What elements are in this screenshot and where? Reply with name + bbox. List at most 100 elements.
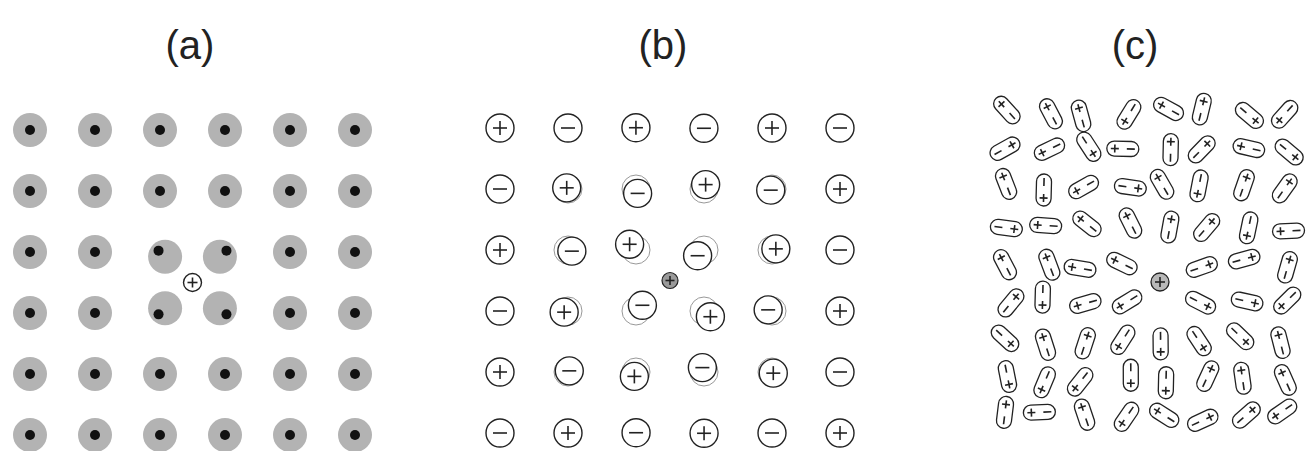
dipole-outline (1033, 327, 1057, 362)
dipole-outline (1269, 325, 1291, 360)
charge-sign (1041, 149, 1044, 156)
charge-sign (1131, 104, 1135, 111)
dipole-outline (1111, 399, 1141, 434)
dipole-outline (1230, 291, 1264, 313)
charge-sign (1078, 216, 1084, 221)
lattice-ion (758, 114, 786, 142)
charge-sign (1130, 296, 1137, 300)
charge-sign (995, 151, 1002, 155)
charge-sign (1089, 300, 1097, 302)
charge-sign (635, 304, 649, 306)
dipole-molecule (1229, 399, 1263, 431)
dipole-outline (1064, 365, 1096, 399)
dipole-outline (1269, 171, 1300, 206)
charge-sign (563, 305, 565, 319)
charge-sign (1286, 258, 1294, 260)
dipole-outline (1272, 136, 1306, 168)
dipole-outline (1271, 284, 1304, 317)
charge-sign (499, 121, 501, 135)
dipole-outline (1268, 97, 1301, 131)
charge-sign (635, 121, 637, 135)
charge-sign (1280, 227, 1282, 235)
electron-cloud (273, 235, 307, 269)
charge-sign (1005, 384, 1013, 386)
charge-sign (1286, 405, 1293, 410)
charge-sign (1051, 268, 1054, 275)
dipole-outline (1227, 248, 1262, 271)
charge-sign (1191, 268, 1199, 271)
charge-sign (631, 193, 645, 195)
charge-sign (1237, 418, 1243, 423)
charge-sign (493, 188, 507, 190)
charge-sign (1155, 408, 1159, 415)
charge-sign (1126, 265, 1133, 268)
charge-sign (1115, 344, 1122, 348)
dipole-molecule (1037, 96, 1065, 131)
dipole-outline (1032, 365, 1058, 400)
charge-sign (1008, 341, 1013, 347)
lattice-ion (759, 359, 787, 387)
dipole-outline (1029, 217, 1062, 234)
nucleus (90, 247, 100, 257)
charge-sign (1119, 421, 1126, 426)
dipole-molecule (1072, 397, 1096, 432)
charge-sign (1042, 285, 1044, 293)
charge-sign (1168, 417, 1175, 421)
charge-sign (1206, 303, 1210, 310)
charge-sign (1235, 299, 1243, 301)
charge-sign (1192, 422, 1199, 425)
charge-sign (1127, 148, 1135, 150)
charge-sign (1014, 225, 1015, 233)
electron-cloud (78, 296, 112, 330)
charge-sign (1003, 416, 1006, 424)
electron-cloud (203, 240, 237, 274)
dipole-outline (1117, 205, 1145, 240)
charge-sign (833, 127, 847, 129)
atom-lattice (13, 113, 372, 451)
dipole-molecule (1108, 322, 1138, 357)
dipole-outline (1189, 169, 1210, 203)
charge-sign (1084, 269, 1092, 270)
charge-sign (1237, 370, 1245, 371)
dipole-outline (1123, 359, 1138, 391)
dipole-molecule (1158, 367, 1174, 399)
nucleus (285, 308, 295, 318)
dipole-outline (1183, 289, 1218, 317)
lattice-ion (688, 354, 716, 382)
nucleus (90, 186, 100, 196)
nucleus (155, 125, 165, 135)
electron-cloud (148, 291, 182, 325)
charge-sign (1090, 151, 1097, 155)
charge-sign (1199, 113, 1201, 121)
dipole-molecule (990, 218, 1024, 237)
dipole-outline (1074, 129, 1104, 164)
dipole-outline (1073, 326, 1097, 361)
nucleus (350, 430, 360, 440)
charge-sign (1014, 294, 1019, 300)
lattice-ion (684, 242, 712, 270)
nucleus (155, 369, 165, 379)
charge-sign (1038, 388, 1045, 391)
charge-sign (1138, 184, 1139, 192)
dipole-outline (1238, 211, 1259, 245)
charge-sign (691, 255, 705, 257)
charge-sign (1208, 261, 1211, 269)
charge-sign (1160, 102, 1164, 109)
ionic-lattice (486, 114, 854, 448)
charge-sign (1118, 186, 1126, 187)
dipole-molecule (1064, 365, 1096, 399)
charge-sign (499, 365, 501, 379)
charge-sign (1280, 144, 1286, 149)
dipole-molecule (1068, 292, 1103, 315)
lattice-ion (486, 297, 514, 325)
electron-cloud (338, 418, 372, 451)
dipole-outline (1104, 250, 1139, 277)
charge-sign (1287, 105, 1292, 111)
lattice-ion (758, 419, 786, 447)
charge-sign (772, 366, 774, 380)
nucleus (25, 308, 35, 318)
dipole-molecule (1265, 396, 1300, 427)
electron-cloud (273, 113, 307, 147)
lattice-ion (558, 237, 586, 265)
nucleus (220, 369, 230, 379)
